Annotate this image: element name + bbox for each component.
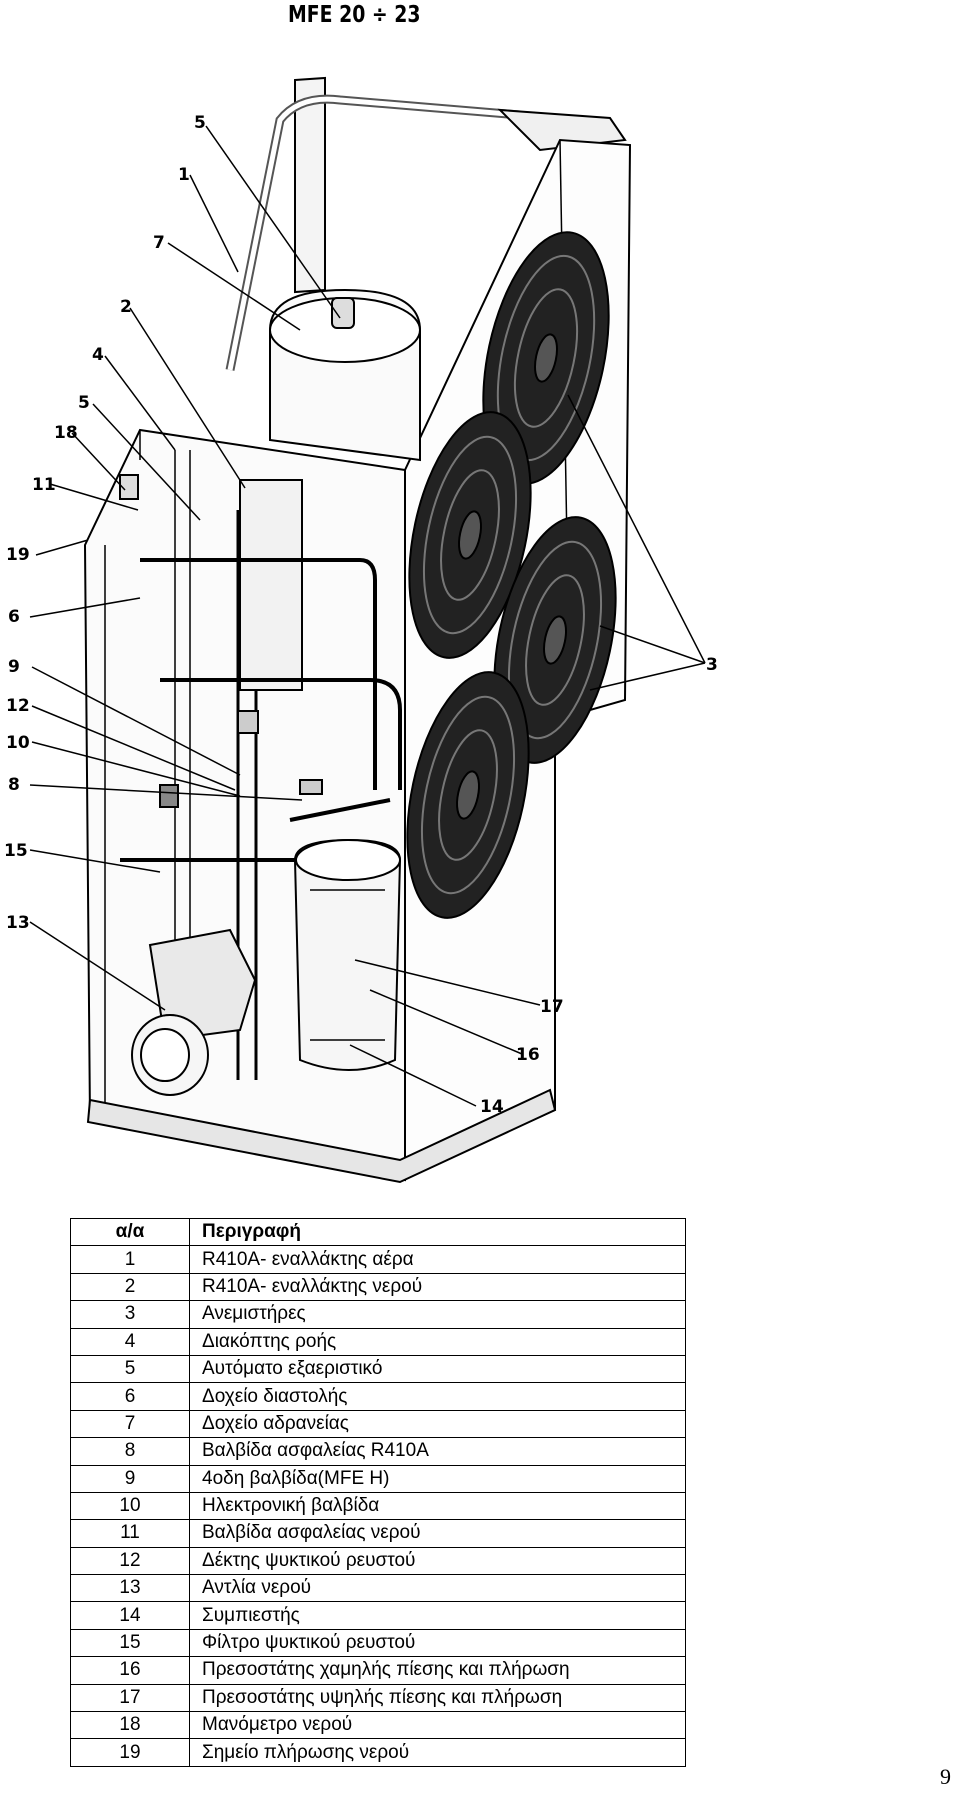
fan-2: [408, 411, 532, 659]
row-description: Δέκτης ψυκτικού ρευστού: [189, 1546, 686, 1576]
row-number: 11: [70, 1519, 190, 1548]
row-description: Αντλία νερού: [189, 1574, 686, 1603]
document-title: MFE 20 ÷ 23: [288, 2, 421, 28]
unit-exploded-diagram: 5 1 7 2 4 5 18 11 19 6 9 12 10 8 15 13 1…: [4, 76, 718, 1184]
row-description: Βαλβίδα ασφαλείας R410A: [189, 1437, 686, 1466]
callout-13: 13: [6, 913, 30, 933]
row-number: 12: [70, 1546, 190, 1576]
callout-15: 15: [4, 841, 28, 861]
row-description: Δοχείο διαστολής: [189, 1382, 686, 1411]
callout-18: 18: [54, 423, 78, 443]
page-number: 9: [940, 1764, 951, 1789]
fan-1: [482, 231, 610, 485]
row-number: 6: [70, 1382, 190, 1411]
row-description: Σημείο πλήρωσης νερού: [189, 1738, 686, 1767]
callout-16: 16: [516, 1045, 540, 1065]
callout-7: 7: [153, 233, 165, 253]
leader-lines: [29, 125, 706, 1107]
callout-3: 3: [706, 655, 718, 675]
callout-1: 1: [178, 165, 190, 185]
row-number: 3: [70, 1300, 190, 1329]
callout-5: 5: [194, 113, 206, 133]
row-number: 16: [70, 1656, 190, 1685]
row-number: 1: [70, 1245, 190, 1274]
callout-6: 6: [8, 607, 20, 627]
row-number: 14: [70, 1601, 190, 1630]
row-description: 4οδη βαλβίδα(MFE H): [189, 1464, 686, 1493]
top-panel: [497, 108, 627, 152]
row-number: 9: [70, 1464, 190, 1493]
row-number: 13: [70, 1574, 190, 1603]
row-description: R410A- εναλλάκτης νερού: [189, 1272, 686, 1302]
callout-5: 5: [78, 393, 90, 413]
row-description: R410A- εναλλάκτης αέρα: [189, 1245, 686, 1274]
row-description: Βαλβίδα ασφαλείας νερού: [189, 1519, 686, 1548]
callout-10: 10: [6, 733, 30, 753]
callout-14: 14: [480, 1097, 504, 1117]
row-number: 2: [70, 1272, 190, 1302]
row-number: 4: [70, 1327, 190, 1356]
water-pump: [131, 928, 257, 1096]
row-number: 5: [70, 1354, 190, 1384]
row-description: Ηλεκτρονική βαλβίδα: [189, 1491, 686, 1521]
callout-12: 12: [6, 696, 30, 716]
compressor: [293, 838, 402, 1071]
row-number: 18: [70, 1711, 190, 1740]
row-description: Αυτόματο εξαεριστικό: [189, 1354, 686, 1384]
row-description: Φίλτρο ψυκτικού ρευστού: [189, 1628, 686, 1658]
row-number: 10: [70, 1491, 190, 1521]
column-header-number: α/α: [70, 1217, 190, 1247]
row-description: Συμπιεστής: [189, 1601, 686, 1630]
row-number: 8: [70, 1437, 190, 1466]
base-plate: [86, 1088, 557, 1184]
row-number: 19: [70, 1738, 190, 1767]
callout-4: 4: [92, 345, 104, 365]
callout-19: 19: [6, 545, 30, 565]
row-number: 7: [70, 1409, 190, 1439]
buffer-tank: [269, 288, 421, 462]
callout-11: 11: [32, 475, 56, 495]
callout-2: 2: [120, 297, 132, 317]
fan-4: [406, 671, 530, 919]
row-number: 15: [70, 1628, 190, 1658]
row-description: Διακόπτης ροής: [189, 1327, 686, 1356]
row-description: Ανεμιστήρες: [189, 1300, 686, 1329]
row-description: Δοχείο αδρανείας: [189, 1409, 686, 1439]
callout-8: 8: [8, 775, 20, 795]
plate-heat-exchanger: [239, 479, 303, 691]
fan-array: [406, 231, 617, 919]
row-description: Μανόμετρο νερού: [189, 1711, 686, 1740]
table-header-row: α/α Περιγραφή: [70, 1217, 686, 1247]
row-description: Πρεσοστάτης υψηλής πίεσης και πλήρωση: [189, 1683, 686, 1713]
row-number: 17: [70, 1683, 190, 1713]
column-header-description: Περιγραφή: [189, 1217, 686, 1247]
row-description: Πρεσοστάτης χαμηλής πίεσης και πλήρωση: [189, 1656, 686, 1685]
callout-9: 9: [8, 657, 20, 677]
callout-17: 17: [540, 997, 564, 1017]
